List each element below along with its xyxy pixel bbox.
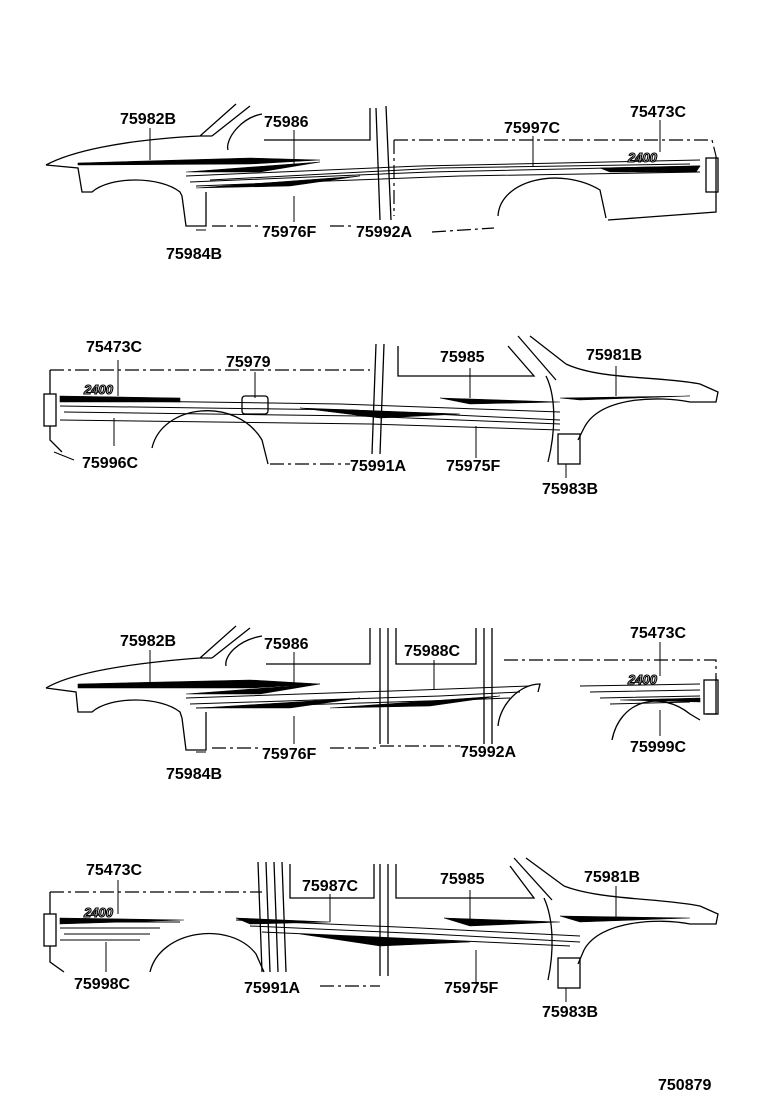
- callout-75985: 75985: [440, 871, 485, 888]
- callout-75988C: 75988C: [404, 643, 460, 660]
- badge-2400: 2400: [627, 672, 658, 687]
- callout-75975F: 75975F: [446, 458, 500, 475]
- callout-75991A: 75991A: [244, 980, 300, 997]
- callout-75473C: 75473C: [630, 104, 686, 121]
- callout-75983B: 75983B: [542, 1004, 598, 1021]
- callout-75984B: 75984B: [166, 766, 222, 783]
- badge-2400: 2400: [83, 382, 114, 397]
- callout-75976F: 75976F: [262, 746, 316, 763]
- callout-75982B: 75982B: [120, 111, 176, 128]
- callout-75979: 75979: [226, 354, 271, 371]
- callout-75473C: 75473C: [630, 625, 686, 642]
- callout-75999C: 75999C: [630, 739, 686, 756]
- view-1-truck-right-side: 2400 75982B 75986 75997C 75473C 75976F 7…: [45, 103, 719, 263]
- callout-75998C: 75998C: [74, 976, 130, 993]
- callout-75997C: 75997C: [504, 120, 560, 137]
- view-3-truck-right-side: 2400 75982B 75986 75988C 75473C 75976F 7…: [45, 625, 719, 783]
- callout-75987C: 75987C: [302, 878, 358, 895]
- callout-75991A: 75991A: [350, 458, 406, 475]
- callout-75981B: 75981B: [586, 347, 642, 364]
- badge-2400: 2400: [83, 905, 114, 920]
- callout-75996C: 75996C: [82, 455, 138, 472]
- badge-2400: 2400: [627, 150, 658, 165]
- callout-75985: 75985: [440, 349, 485, 366]
- callout-75473C: 75473C: [86, 339, 142, 356]
- callout-75986: 75986: [264, 114, 309, 131]
- callout-75984B: 75984B: [166, 246, 222, 263]
- diagram-id: 750879: [658, 1077, 711, 1094]
- callout-75981B: 75981B: [584, 869, 640, 886]
- view-4-truck-left-side: 2400 75473C 75987C 75985 75981B 75998C 7…: [43, 857, 719, 1021]
- callout-75992A: 75992A: [460, 744, 516, 761]
- callout-75473C: 75473C: [86, 862, 142, 879]
- callout-75992A: 75992A: [356, 224, 412, 241]
- callout-75976F: 75976F: [262, 224, 316, 241]
- view-2-truck-left-side: 2400 75473C 75979 75985 75981B 75996C 75…: [43, 335, 719, 498]
- callout-75983B: 75983B: [542, 481, 598, 498]
- callout-75986: 75986: [264, 636, 309, 653]
- callout-75982B: 75982B: [120, 633, 176, 650]
- callout-75975F: 75975F: [444, 980, 498, 997]
